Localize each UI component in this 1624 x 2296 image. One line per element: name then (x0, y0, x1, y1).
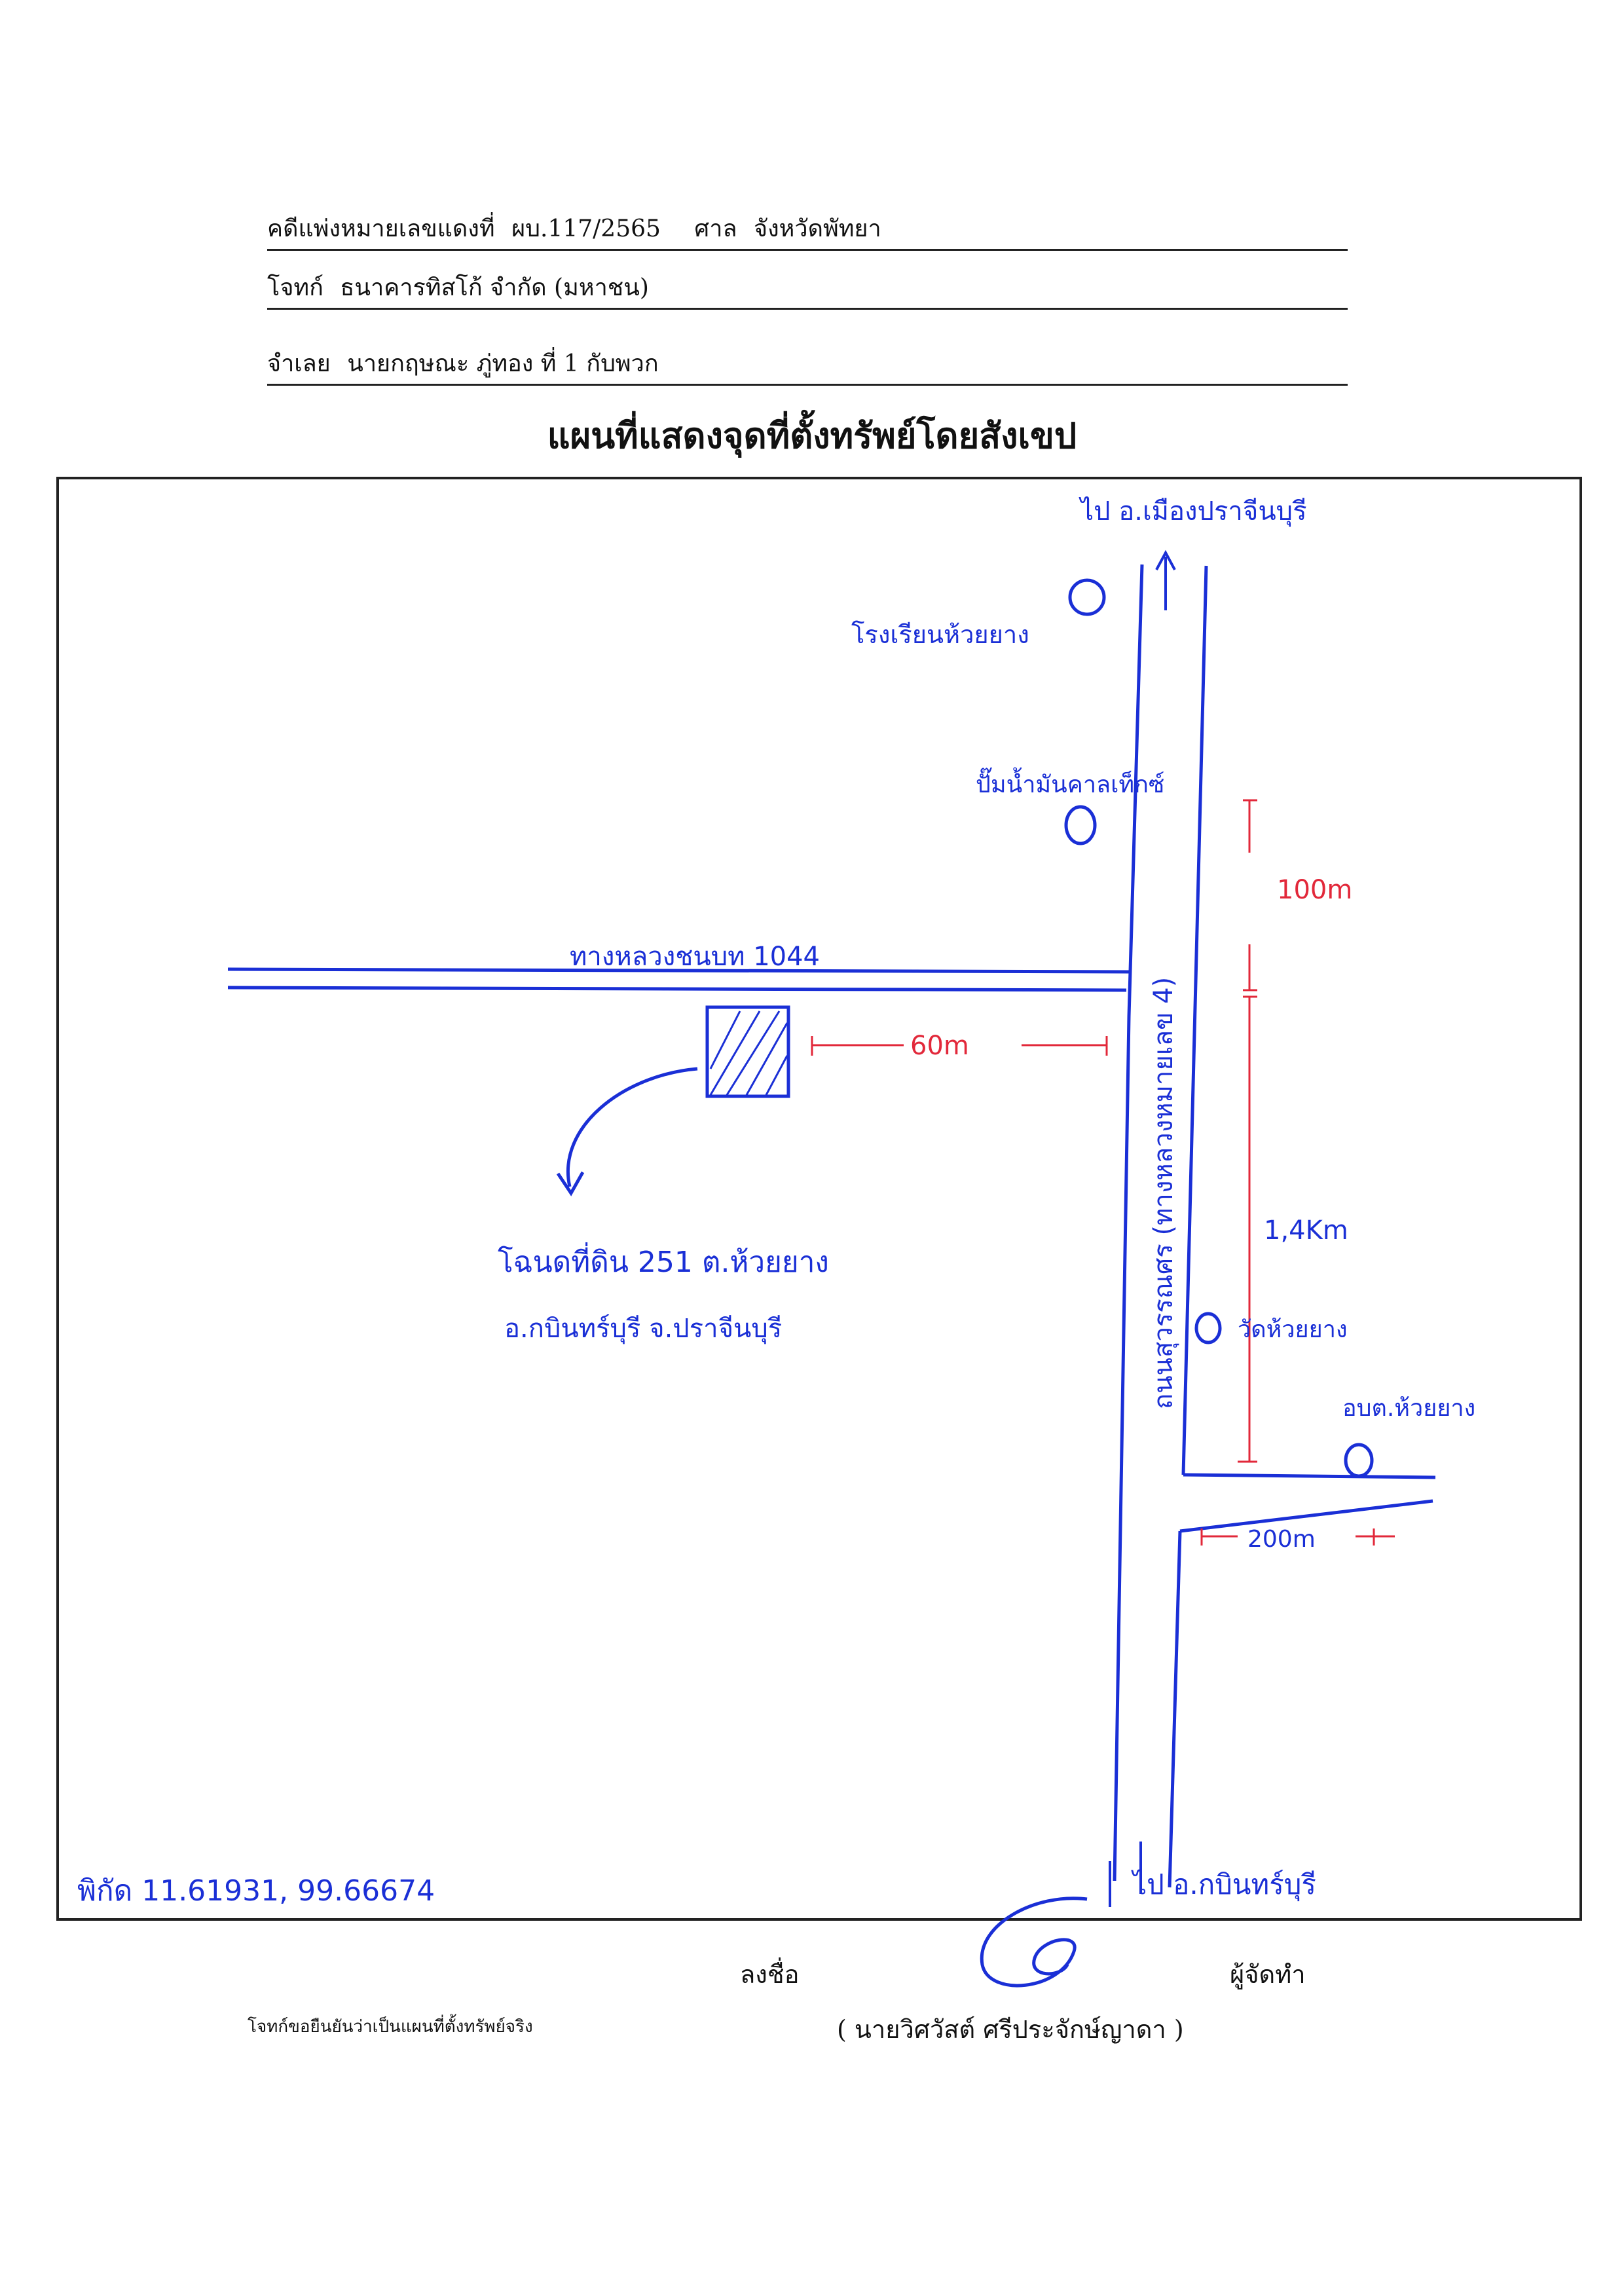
court-label: ศาล (694, 215, 737, 242)
south-direction-label: ไป อ.กบินทร์บุรี (1131, 1868, 1316, 1902)
gas-station-label: ปั๊มน้ำมันคาลเท็กซ์ (976, 767, 1164, 798)
defendant-name: นายกฤษณะ ภู่ทอง ที่ 1 กับพวก (347, 350, 659, 377)
coordinates-label: พิกัด 11.61931, 99.66674 (77, 1874, 435, 1908)
role-label: ผู้จัดทำ (1230, 1960, 1306, 1989)
case-label: คดีแพ่งหมายเลขแดงที่ (267, 215, 495, 242)
distance-markers (811, 799, 1395, 1546)
gas-station-marker-icon (1064, 805, 1097, 845)
signer-name: ( นายวิศวัสต์ ศรีประจักษ์ญาดา ) (837, 2015, 1184, 2044)
page-title: แผนที่แสดงจุดที่ตั้งทรัพย์โดยสังเขป (547, 415, 1077, 456)
office-label: อบต.ห้วยยาง (1342, 1395, 1475, 1422)
certification-note: โจทก์ขอยืนยันว่าเป็นแผนที่ตั้งทรัพย์จริง (248, 2017, 533, 2037)
main-road-label: ถนนสุวรรณศร (ทางหลวงหมายเลข 4) (1149, 977, 1179, 1409)
south-arrow-icon (1109, 1842, 1142, 1907)
plaintiff-line: โจทก์ ธนาคารทิสโก้ จำกัด (มหาชน) (267, 268, 1348, 310)
parcel-pointer-arrow-icon (556, 1067, 698, 1196)
defendant-label: จำเลย (267, 350, 331, 377)
sign-label: ลงชื่อ (740, 1960, 800, 1989)
main-road-lines (227, 564, 1436, 1888)
temple-marker-icon (1194, 1312, 1222, 1344)
office-marker-icon (1344, 1443, 1374, 1478)
school-label: โรงเรียนห้วยยาง (851, 620, 1029, 649)
map-frame: ไป อ.เมืองปราจีนบุรี โรงเรียนห้วยยาง ปั๊… (56, 477, 1582, 1921)
court-name: จังหวัดพัทยา (753, 215, 881, 242)
north-arrow-icon (1155, 549, 1176, 610)
distance-1-4km: 1,4Km (1264, 1215, 1348, 1246)
distance-100m: 100m (1277, 875, 1352, 905)
parcel-box (705, 1005, 790, 1098)
north-direction-label: ไป อ.เมืองปราจีนบุรี (1079, 496, 1307, 527)
parcel-label-line1: โฉนดที่ดิน 251 ต.ห้วยยาง (498, 1242, 829, 1279)
map-drawing: ไป อ.เมืองปราจีนบุรี โรงเรียนห้วยยาง ปั๊… (77, 496, 1475, 1908)
case-number-line: คดีแพ่งหมายเลขแดงที่ ผบ.117/2565 ศาล จัง… (267, 210, 1348, 251)
school-marker-icon (1068, 578, 1106, 616)
plaintiff-label: โจทก์ (267, 274, 323, 301)
case-number: ผบ.117/2565 (511, 215, 661, 242)
defendant-line: จำเลย นายกฤษณะ ภู่ทอง ที่ 1 กับพวก (267, 344, 1348, 386)
parcel-label-line2: อ.กบินทร์บุรี จ.ปราจีนบุรี (504, 1314, 782, 1344)
distance-200m: 200m (1247, 1526, 1316, 1553)
temple-label: วัดห้วยยาง (1238, 1316, 1348, 1343)
distance-60m: 60m (910, 1031, 969, 1061)
side-road-label: ทางหลวงชนบท 1044 (570, 942, 820, 972)
plaintiff-name: ธนาคารทิสโก้ จำกัด (มหาชน) (340, 274, 649, 301)
signature-scribble-icon (980, 1897, 1088, 1988)
